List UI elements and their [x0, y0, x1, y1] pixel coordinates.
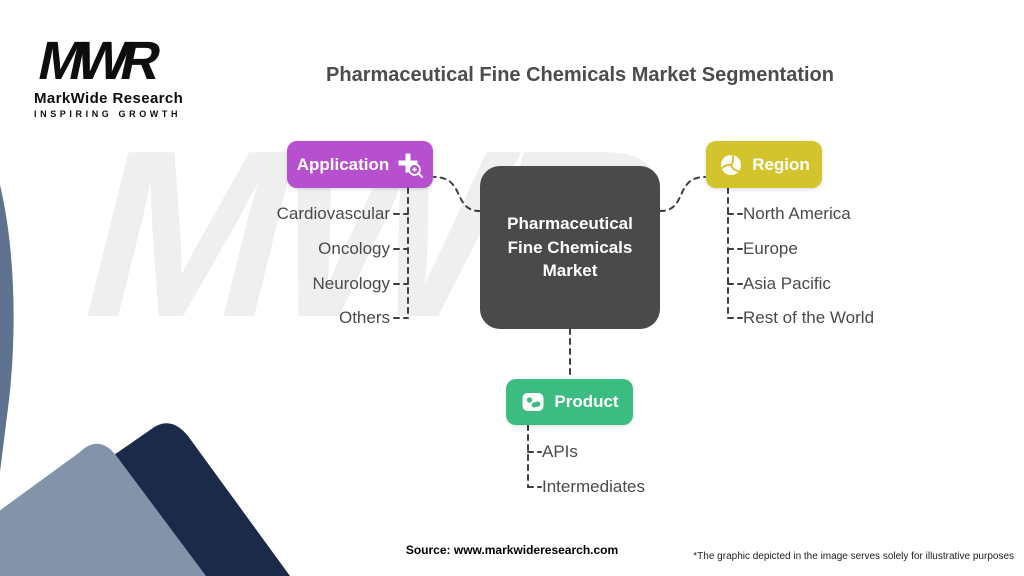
- region-item-rest-of-world: Rest of the World: [743, 308, 875, 327]
- left-edge-sliver: [0, 185, 14, 472]
- branch-badge-region: Region: [706, 141, 822, 188]
- branch-badge-product: Product: [506, 379, 633, 425]
- source-text: Source: www.markwideresearch.com: [405, 543, 619, 557]
- region-badge-label: Region: [752, 154, 810, 174]
- application-item-neurology: Neurology: [312, 274, 391, 293]
- product-item-apis: APIs: [542, 442, 578, 461]
- connector-center-region: [659, 176, 706, 212]
- application-item-others: Others: [338, 308, 390, 327]
- zoom-in-plus-icon: [397, 152, 424, 178]
- region-item-europe: Europe: [743, 239, 798, 258]
- product-item-intermediates: Intermediates: [542, 477, 645, 496]
- globe-segments-icon: [718, 152, 744, 178]
- page-title: Pharmaceutical Fine Chemicals Market Seg…: [326, 64, 834, 86]
- brand-logo: MWR MarkWide Research Inspiring Growth: [33, 31, 184, 120]
- bluegray-corner-shape: [0, 443, 206, 576]
- region-item-north-america: North America: [743, 204, 851, 223]
- connector-center-application: [433, 176, 481, 212]
- application-item-cardiovascular: Cardiovascular: [276, 204, 390, 223]
- center-node: Pharmaceutical Fine Chemicals Market: [480, 166, 660, 329]
- center-node-label: Pharmaceutical Fine Chemicals Market: [507, 213, 633, 281]
- branch-badge-application: Application: [287, 141, 433, 188]
- logo-brand-name: MarkWide Research: [34, 90, 184, 108]
- region-item-asia-pacific: Asia Pacific: [743, 274, 831, 293]
- product-badge-label: Product: [554, 392, 619, 411]
- logo-tagline: Inspiring Growth: [34, 109, 182, 120]
- application-badge-label: Application: [296, 154, 390, 174]
- application-item-oncology: Oncology: [318, 239, 390, 258]
- pills-tray-icon: [520, 389, 546, 415]
- disclaimer-text: *The graphic depicted in the image serve…: [693, 551, 1014, 562]
